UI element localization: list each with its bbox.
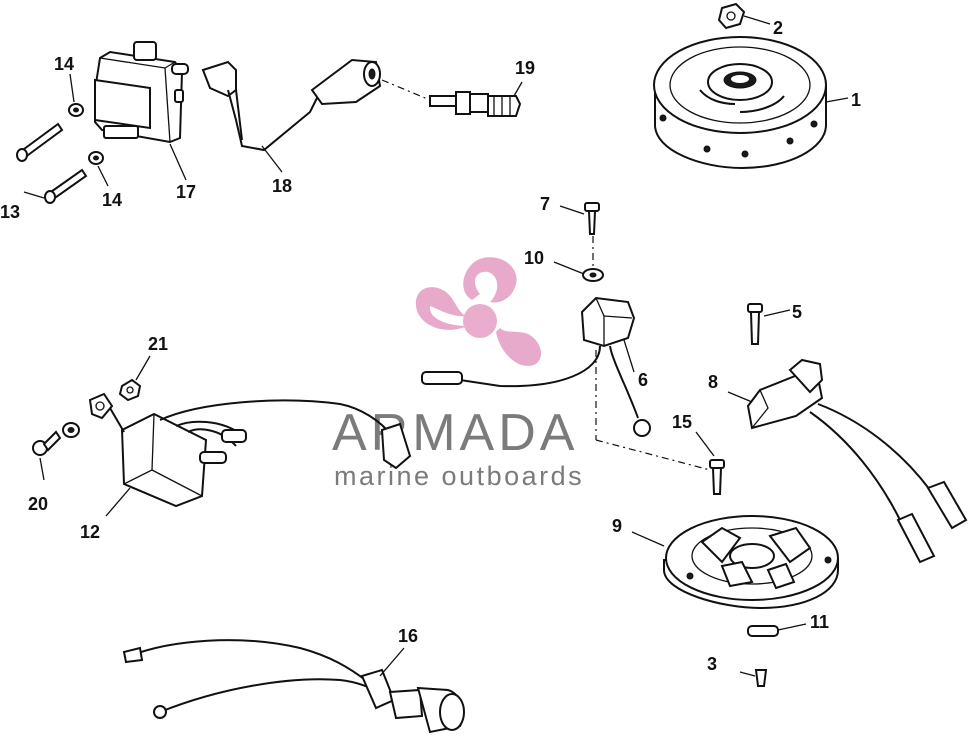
- callout-21: 21: [148, 334, 168, 354]
- callout-18: 18: [272, 176, 292, 196]
- wire-harness: [122, 639, 465, 734]
- clip-11: [747, 625, 779, 637]
- screw-7: [584, 202, 600, 235]
- flywheel-nut: [717, 2, 746, 30]
- propeller-blade-left: [415, 287, 467, 330]
- ignition-coil: [94, 41, 189, 144]
- power-pack: [88, 392, 412, 508]
- screw-15: [709, 459, 725, 495]
- callout-11: 11: [810, 612, 829, 632]
- callout-2: 2: [773, 18, 783, 38]
- callout-13: 13: [0, 202, 20, 222]
- callout-15: 15: [672, 412, 692, 432]
- leader-lines: [23, 15, 849, 677]
- brand-tagline: marine outboards: [334, 461, 584, 491]
- callout-19: 19: [515, 58, 535, 78]
- screw-5: [747, 303, 763, 345]
- callout-3: 3: [707, 654, 717, 674]
- callout-9: 9: [612, 516, 622, 536]
- callout-5: 5: [792, 302, 802, 322]
- coil-bolt-lower: [44, 168, 88, 204]
- propeller-blade-right: [496, 328, 542, 366]
- armada-propeller-logo: [415, 257, 542, 366]
- brand-name: ARMADA: [332, 404, 578, 462]
- callout-12: 12: [80, 522, 100, 542]
- nut-21: [118, 378, 142, 402]
- callout-1: 1: [851, 90, 861, 110]
- callout-8: 8: [708, 372, 718, 392]
- power-pack-sensor: [746, 358, 968, 564]
- flywheel: [653, 36, 827, 170]
- callout-14-upper: 14: [54, 54, 74, 74]
- screw-3: [754, 669, 768, 687]
- propeller-blade-top: [463, 257, 517, 303]
- propeller-hub: [463, 304, 497, 338]
- callout-17: 17: [176, 182, 196, 202]
- bolt-20: [32, 430, 62, 456]
- callout-20: 20: [28, 494, 48, 514]
- coil-bolt-upper: [16, 122, 64, 162]
- callout-16: 16: [398, 626, 418, 646]
- washer-20: [62, 422, 80, 438]
- callout-14-lower: 14: [102, 190, 122, 210]
- spark-plug: [429, 91, 522, 117]
- washer-lower: [88, 151, 104, 165]
- spark-plug-lead: [201, 58, 382, 152]
- callout-labels: 1 2 3 5 6 7 8 9 10 11 12 13 14 14 15 16 …: [0, 18, 861, 674]
- callout-10: 10: [524, 248, 544, 268]
- washer-10: [582, 268, 604, 282]
- callout-6: 6: [638, 370, 648, 390]
- charge-coil: [421, 296, 651, 437]
- washer-upper: [68, 103, 84, 117]
- callout-7: 7: [540, 194, 550, 214]
- stator-plate: [663, 515, 839, 610]
